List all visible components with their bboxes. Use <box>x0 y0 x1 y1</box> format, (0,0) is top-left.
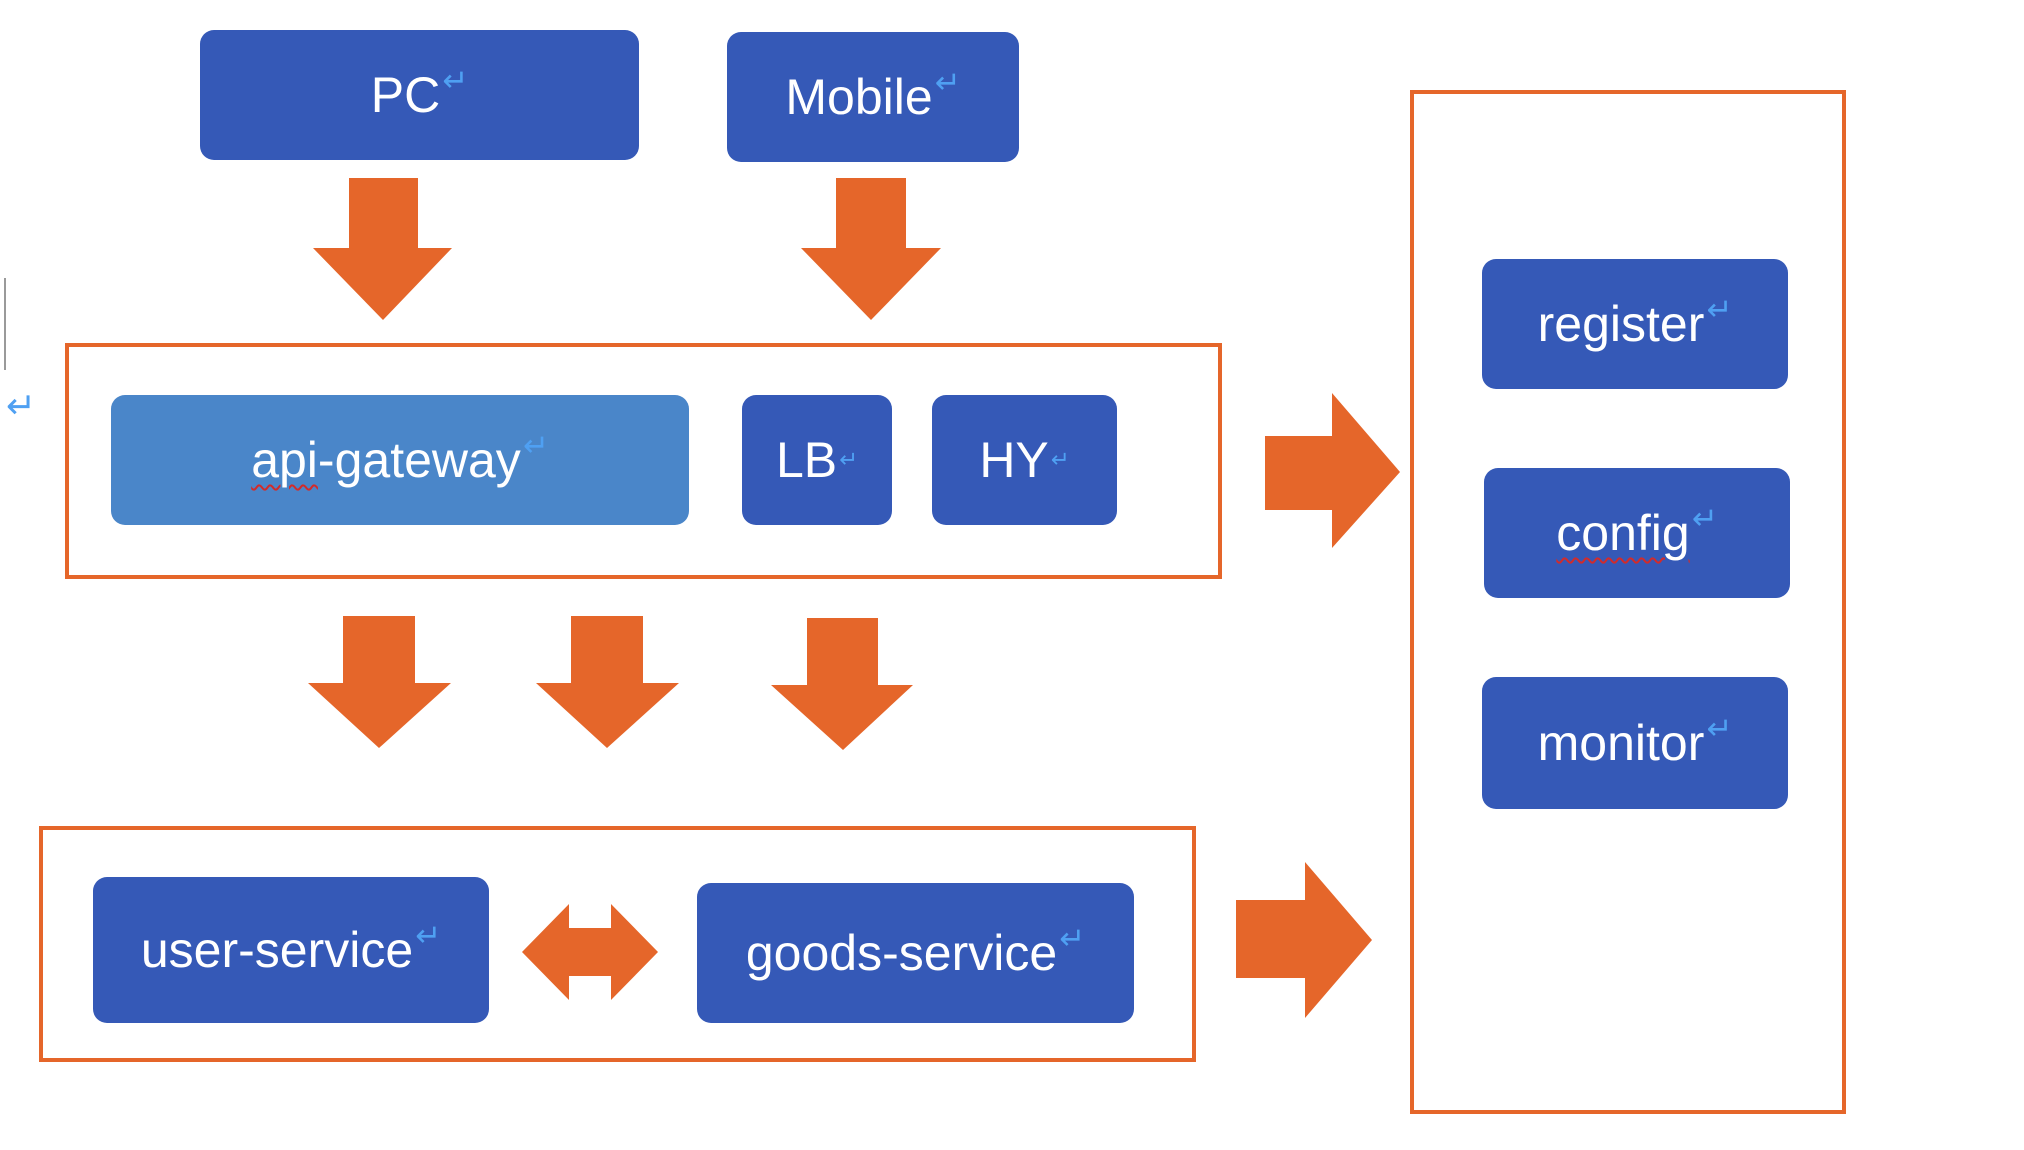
arrow-down-3 <box>771 618 913 750</box>
config-box: config↵ <box>1484 468 1790 598</box>
text-cursor-bar <box>0 278 6 370</box>
paragraph-mark-icon: ↵ <box>442 63 469 99</box>
arrow-right-gateway <box>1265 393 1400 548</box>
arrow-down-2 <box>536 616 679 748</box>
hy-label: HY <box>979 432 1049 488</box>
infrastructure-frame <box>1410 90 1846 1114</box>
goods-service-box: goods-service↵ <box>697 883 1134 1023</box>
goods-service-label: goods-service <box>745 925 1058 981</box>
arrow-down-mobile <box>801 178 941 320</box>
user-service-label: user-service <box>140 922 414 978</box>
lb-box: LB↵ <box>742 395 892 525</box>
paragraph-mark-icon: ↵ <box>1706 292 1733 328</box>
register-label: register <box>1537 296 1705 352</box>
arrow-right-services <box>1236 862 1372 1018</box>
mobile-label: Mobile <box>785 69 933 125</box>
arrow-down-pc <box>313 178 452 320</box>
paragraph-mark-icon: ↵ <box>839 447 859 472</box>
pc-client-box: PC↵ <box>200 30 639 160</box>
register-box: register↵ <box>1482 259 1788 389</box>
paragraph-mark-icon: ↵ <box>1691 501 1718 537</box>
api-gateway-box: api-gateway↵ <box>111 395 689 525</box>
double-arrow <box>522 904 658 1000</box>
hy-box: HY↵ <box>932 395 1117 525</box>
gateway-layer-frame <box>65 343 1222 579</box>
arrow-down-1 <box>308 616 451 748</box>
pc-label: PC <box>370 67 441 123</box>
paragraph-mark-icon: ↵ <box>1706 711 1733 747</box>
paragraph-mark-icon: ↵ <box>6 385 37 426</box>
api-gateway-label: api-gateway <box>251 432 521 488</box>
monitor-box: monitor↵ <box>1482 677 1788 809</box>
lb-label: LB <box>775 432 838 488</box>
service-layer-frame <box>39 826 1196 1062</box>
user-service-box: user-service↵ <box>93 877 489 1023</box>
config-label: config <box>1556 505 1690 561</box>
paragraph-mark-icon: ↵ <box>934 65 961 101</box>
paragraph-mark-icon: ↵ <box>522 428 549 464</box>
mobile-client-box: Mobile↵ <box>727 32 1019 162</box>
paragraph-mark-icon: ↵ <box>1050 447 1070 472</box>
paragraph-mark-icon: ↵ <box>415 918 442 954</box>
paragraph-mark-icon: ↵ <box>1059 921 1086 957</box>
monitor-label: monitor <box>1537 715 1705 771</box>
